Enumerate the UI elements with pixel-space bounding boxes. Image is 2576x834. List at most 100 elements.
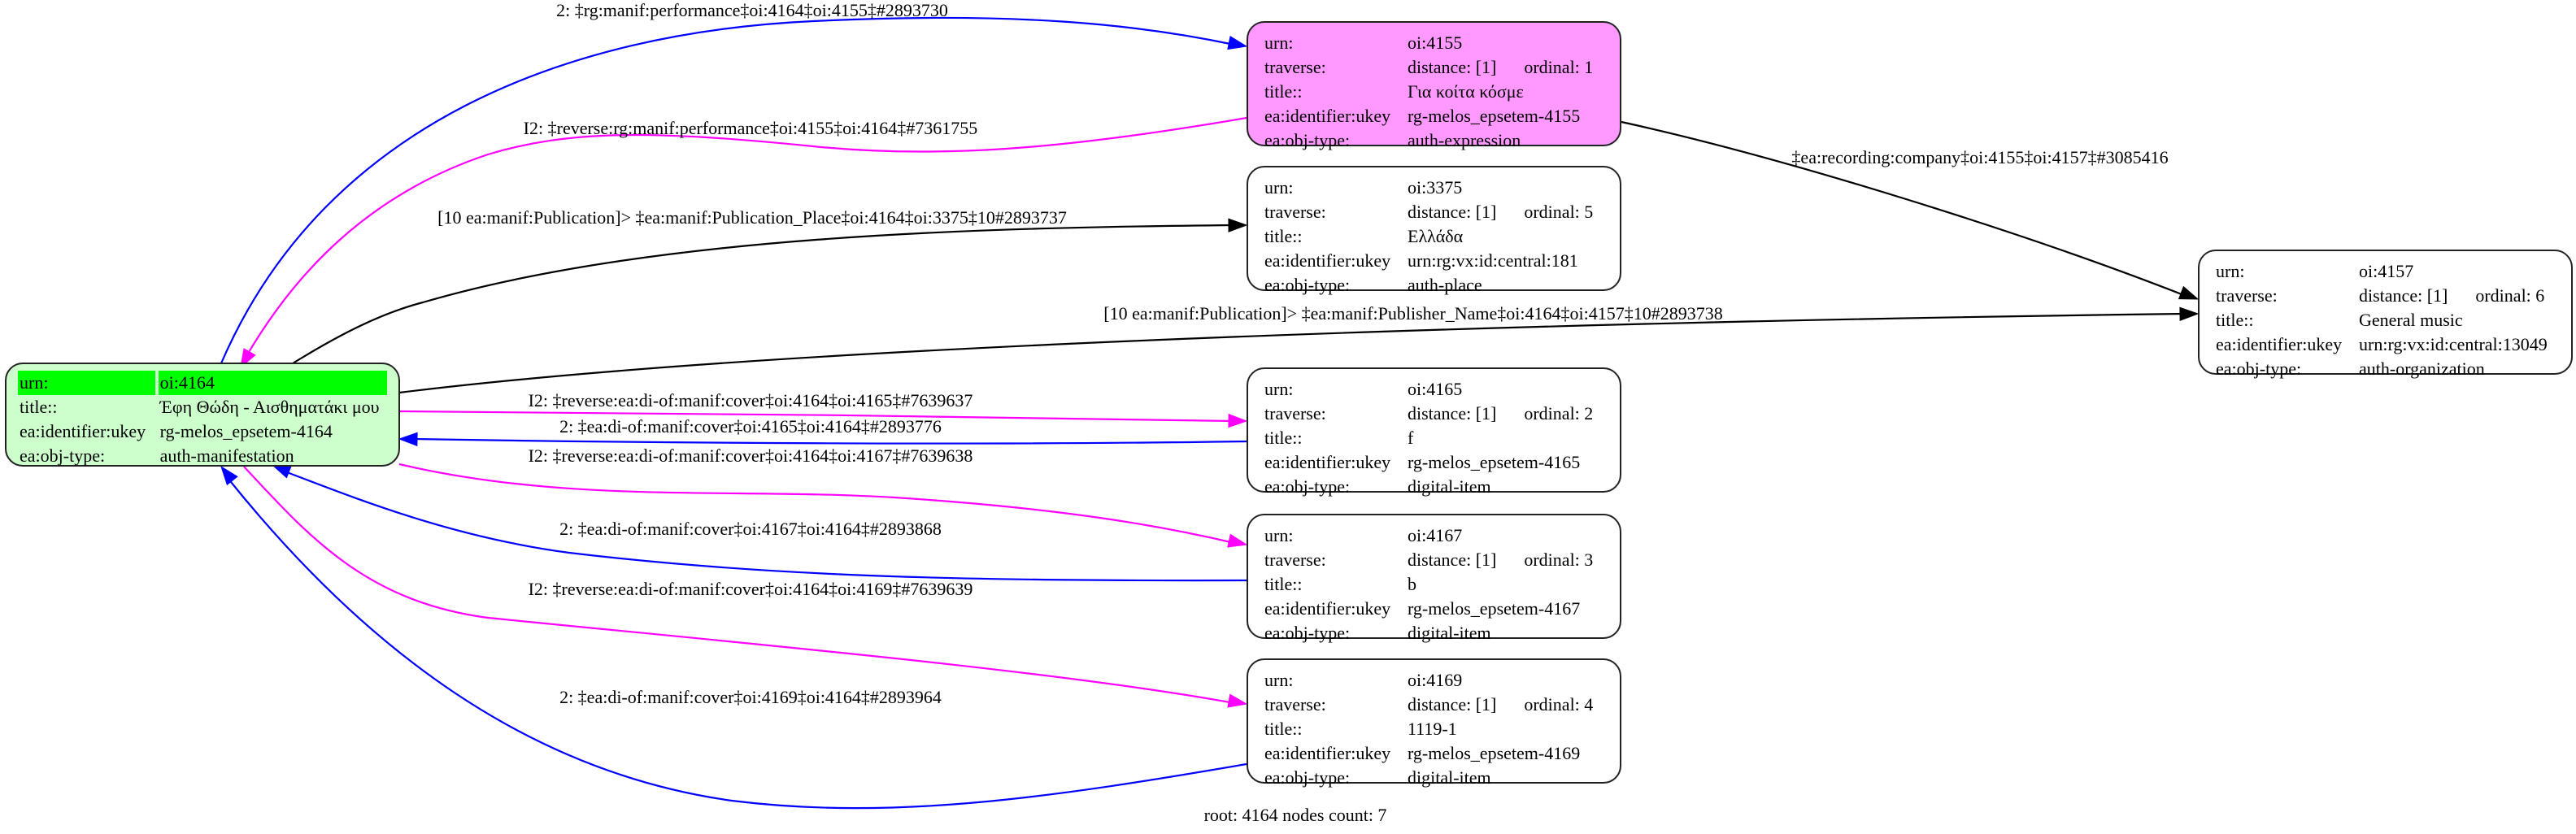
- urn-label: urn:: [1264, 177, 1294, 198]
- edge-line: [398, 463, 1235, 545]
- ukey-label: ea:identifier:ukey: [1264, 598, 1391, 619]
- node-3375[interactable]: urn:oi:3375 traverse:distance: [1]ordina…: [1247, 166, 1621, 295]
- node-4165[interactable]: urn:oi:4165 traverse:distance: [1]ordina…: [1247, 367, 1621, 497]
- type-value: auth-expression: [1408, 130, 1521, 150]
- distance-value: distance: [1]: [1408, 694, 1497, 715]
- type-label: ea:obj-type:: [1264, 476, 1351, 497]
- type-value: auth-organization: [2359, 358, 2485, 379]
- edge-label: I2: ‡reverse:ea:di-of:manif:cover‡oi:416…: [528, 579, 973, 599]
- edge-line: [398, 410, 1235, 423]
- ukey-label: ea:identifier:ukey: [1264, 743, 1391, 763]
- urn-value: oi:4164: [158, 371, 387, 395]
- title-value: b: [1408, 574, 1416, 594]
- node-4155[interactable]: urn: oi:4155 traverse: distance: [1] ordina…: [1247, 21, 1621, 150]
- ukey-label: ea:identifier:ukey: [1264, 250, 1391, 271]
- arrowhead-icon: [2179, 306, 2200, 322]
- type-value: digital-item: [1408, 623, 1491, 643]
- urn-label: urn:: [1264, 525, 1294, 545]
- edge-line: [280, 468, 1247, 582]
- node-4157[interactable]: urn: oi:4157 traverse: distance: [1] ordina…: [2198, 250, 2573, 379]
- ukey-value: rg-melos_epsetem-4167: [1408, 598, 1581, 619]
- distance-value: distance: [1]: [1408, 57, 1497, 77]
- urn-value: oi:4167: [1408, 525, 1463, 545]
- title-label: title::: [1264, 428, 1303, 448]
- edge-label: 2: ‡ea:di-of:manif:cover‡oi:4169‡oi:4164…: [559, 687, 942, 707]
- distance-value: distance: [1]: [2359, 285, 2448, 306]
- ukey-value: urn:rg:vx:id:central:13049: [2359, 334, 2548, 354]
- traverse-label: traverse:: [1264, 57, 1326, 77]
- title-value: Έφη Θώδη - Αισθηματάκι μου: [159, 397, 380, 417]
- title-label: title::: [2216, 310, 2254, 330]
- edge-label: I2: ‡reverse:ea:di-of:manif:cover‡oi:416…: [528, 445, 973, 466]
- arrowhead-icon: [1227, 35, 1248, 50]
- node-4169[interactable]: urn: oi:4169 traverse: distance: [1] ordina…: [1247, 658, 1621, 788]
- ordinal-value: ordinal: 5: [1524, 202, 1594, 222]
- urn-label: urn:: [18, 371, 155, 395]
- ukey-label: ea:identifier:ukey: [1264, 452, 1391, 472]
- title-value: f: [1408, 428, 1414, 448]
- distance-value: distance: [1]: [1408, 403, 1497, 424]
- arrowhead-icon: [1228, 218, 1248, 232]
- urn-label: urn:: [1264, 33, 1294, 53]
- ukey-value: rg-melos_epsetem-4164: [159, 421, 333, 441]
- ukey-value: urn:rg:vx:id:central:181: [1408, 250, 1578, 271]
- title-label: title::: [1264, 226, 1303, 246]
- urn-value: oi:3375: [1408, 177, 1463, 198]
- arrowhead-icon: [220, 465, 238, 486]
- traverse-label: traverse:: [1264, 549, 1326, 570]
- type-label: ea:obj-type:: [1264, 623, 1351, 643]
- ukey-label: ea:identifier:ukey: [1264, 106, 1391, 126]
- edge-label: I2: ‡reverse:ea:di-of:manif:cover‡oi:416…: [528, 390, 973, 410]
- arrowhead-icon: [1227, 533, 1248, 548]
- title-value: 1119-1: [1408, 719, 1457, 739]
- ukey-label: ea:identifier:ukey: [2216, 334, 2343, 354]
- urn-value: oi:4155: [1408, 33, 1463, 53]
- ordinal-value: ordinal: 6: [2475, 285, 2545, 306]
- title-value: Για κοίτα κόσμε: [1408, 81, 1524, 102]
- traverse-label: traverse:: [1264, 694, 1326, 715]
- edge-line: [227, 477, 1247, 810]
- ukey-label: ea:identifier:ukey: [20, 421, 146, 441]
- node-4167[interactable]: urn:oi:4167 traverse:distance: [1]ordina…: [1247, 514, 1621, 643]
- type-label: ea:obj-type:: [2216, 358, 2302, 379]
- ukey-value: rg-melos_epsetem-4155: [1408, 106, 1581, 126]
- ordinal-value: ordinal: 1: [1524, 57, 1594, 77]
- type-label: ea:obj-type:: [1264, 275, 1351, 295]
- edge-label: [10 ea:manif:Publication]> ‡ea:manif:Pub…: [437, 207, 1067, 228]
- arrowhead-icon: [398, 432, 418, 447]
- traverse-label: traverse:: [2216, 285, 2278, 306]
- title-label: title::: [1264, 719, 1303, 739]
- edge-label: I2: ‡reverse:rg:manif:performance‡oi:415…: [523, 118, 978, 138]
- urn-label: urn:: [2216, 261, 2245, 281]
- ordinal-value: ordinal: 3: [1524, 549, 1594, 570]
- urn-label: urn:: [1264, 379, 1294, 399]
- arrowhead-icon: [1227, 693, 1248, 708]
- node-4164[interactable]: urn:oi:4164 title::Έφη Θώδη - Αισθηματάκ…: [5, 363, 400, 467]
- type-label: ea:obj-type:: [20, 445, 106, 466]
- edge-line: [220, 16, 1235, 364]
- type-value: auth-manifestation: [159, 445, 294, 466]
- urn-value: oi:4157: [2359, 261, 2414, 281]
- edge-line: [245, 116, 1247, 358]
- title-label: title::: [1264, 81, 1303, 102]
- urn-label: urn:: [1264, 670, 1294, 690]
- edge-line: [398, 312, 2187, 394]
- edge-label: 2: ‡rg:manif:performance‡oi:4164‡oi:4155…: [556, 0, 948, 20]
- ukey-value: rg-melos_epsetem-4169: [1408, 743, 1581, 763]
- title-value: Ελλάδα: [1408, 226, 1464, 246]
- edge-line: [292, 224, 1235, 364]
- edge-line: [1621, 120, 2187, 298]
- title-label: title::: [1264, 574, 1303, 594]
- title-label: title::: [20, 397, 58, 417]
- type-value: digital-item: [1408, 767, 1491, 788]
- type-label: ea:obj-type:: [1264, 130, 1351, 150]
- edge-label: 2: ‡ea:di-of:manif:cover‡oi:4165‡oi:4164…: [559, 416, 942, 437]
- edge-label: [10 ea:manif:Publication]> ‡ea:manif:Pub…: [1103, 303, 1723, 324]
- type-value: auth-place: [1408, 275, 1482, 295]
- arrowhead-icon: [2178, 285, 2200, 300]
- distance-value: distance: [1]: [1408, 202, 1497, 222]
- ordinal-value: ordinal: 4: [1524, 694, 1594, 715]
- edge-line: [411, 437, 1247, 445]
- urn-value: oi:4169: [1408, 670, 1463, 690]
